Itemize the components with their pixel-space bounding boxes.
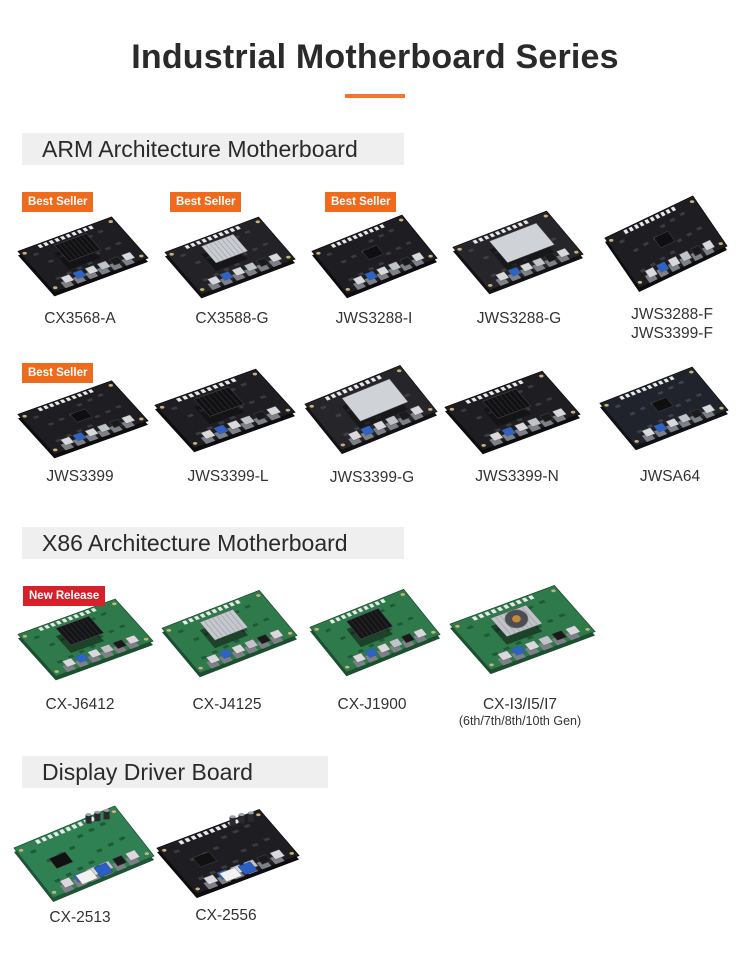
page-title: Industrial Motherboard Series bbox=[131, 38, 619, 76]
product-name: JWS3288-G bbox=[476, 310, 562, 327]
board-image bbox=[449, 580, 596, 675]
board-image bbox=[17, 212, 149, 297]
new-release-badge: New Release bbox=[23, 586, 106, 606]
product-generation: (6th/7th/8th/10th Gen) bbox=[458, 714, 582, 728]
board-image bbox=[452, 206, 584, 295]
board-image bbox=[17, 376, 149, 459]
board-image bbox=[304, 360, 438, 455]
product-name: JWS3288-I bbox=[335, 310, 413, 327]
best-seller-badge: Best Seller bbox=[22, 363, 94, 383]
product-name: CX-J4125 bbox=[192, 696, 262, 713]
board-image bbox=[311, 210, 438, 299]
board-image bbox=[599, 362, 729, 451]
board-image bbox=[156, 804, 300, 899]
board-image bbox=[17, 594, 154, 681]
product-name: JWSA64 bbox=[639, 468, 701, 485]
best-seller-badge: Best Seller bbox=[170, 192, 242, 212]
board-image bbox=[444, 366, 581, 455]
title-underline bbox=[345, 94, 405, 98]
board-image bbox=[309, 584, 441, 677]
product-name: CX-2556 bbox=[195, 907, 257, 924]
section-heading-x86: X86 Architecture Motherboard bbox=[22, 527, 404, 559]
product-name: JWS3399-G bbox=[329, 469, 415, 486]
board-image bbox=[13, 800, 155, 902]
product-name-secondary: JWS3399-F bbox=[631, 325, 713, 342]
product-name: CX-J1900 bbox=[337, 696, 407, 713]
board-image bbox=[161, 585, 298, 678]
product-name: JWS3288-F bbox=[631, 306, 713, 323]
product-name: CX-2513 bbox=[49, 909, 111, 926]
board-image bbox=[154, 364, 296, 453]
board-image bbox=[604, 190, 728, 292]
product-name: CX3568-A bbox=[44, 310, 116, 327]
product-name: JWS3399-N bbox=[475, 468, 559, 485]
product-name: CX-I3/I5/I7 bbox=[482, 696, 558, 713]
product-name: CX-J6412 bbox=[45, 696, 115, 713]
board-image bbox=[164, 212, 296, 299]
section-heading-display-driver: Display Driver Board bbox=[22, 756, 328, 788]
product-name: JWS3399-L bbox=[187, 468, 269, 485]
best-seller-badge: Best Seller bbox=[22, 192, 94, 212]
section-heading-arm: ARM Architecture Motherboard bbox=[22, 133, 404, 165]
best-seller-badge: Best Seller bbox=[325, 192, 397, 212]
product-name: JWS3399 bbox=[46, 468, 114, 485]
product-name: CX3588-G bbox=[195, 310, 269, 327]
